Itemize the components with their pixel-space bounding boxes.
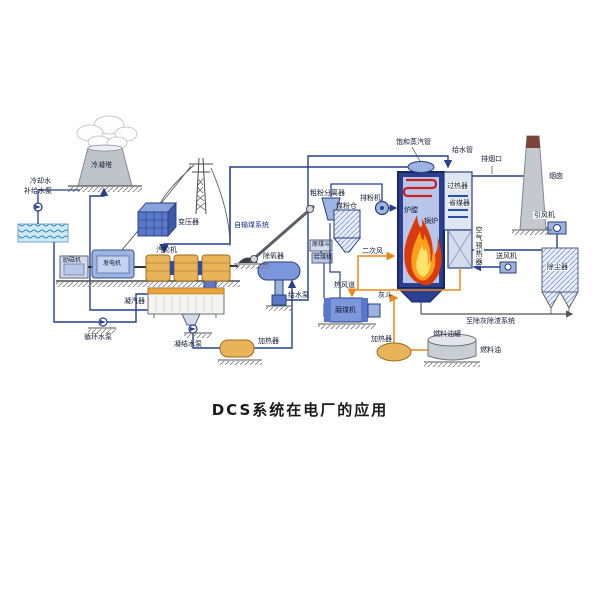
ash-hopper-shape	[396, 287, 446, 303]
transformer-box	[136, 201, 178, 238]
condenser-box	[147, 287, 225, 326]
label-coal-feeder: 给煤机	[314, 254, 333, 261]
fd-fan-icon	[499, 261, 517, 274]
boiler-group	[396, 146, 473, 314]
label-condensate-pump: 凝结水泵	[174, 340, 202, 348]
label-hot-air-duct: 热风道	[334, 281, 355, 289]
turbine-group	[145, 254, 238, 289]
label-separator: 粗粉分离器	[310, 189, 345, 197]
coal-bunker-box	[332, 209, 362, 253]
coal-mill-cylinder	[318, 223, 381, 329]
exciter-box	[59, 255, 89, 279]
coal-feeders	[309, 239, 333, 298]
label-circulating-pump: 循环水泵	[84, 333, 112, 341]
deaerator-tank	[257, 261, 301, 311]
label-turbine: 汽轮机	[156, 246, 177, 254]
label-id-fan: 引风机	[533, 211, 556, 220]
transmission-tower	[121, 157, 231, 251]
label-cooling-tower: 冷凝塔	[91, 161, 112, 169]
label-lp-heater: 加热器	[258, 337, 279, 345]
label-coal-bunker: 煤粉仓	[336, 202, 357, 210]
label-ash-hopper: 灰斗	[378, 291, 392, 299]
label-exciter: 励磁机	[63, 257, 82, 264]
label-chimney: 烟囱	[549, 172, 563, 180]
label-dust-collector: 除尘器	[546, 263, 569, 272]
label-sat-steam-pipe: 饱和蒸汽管	[396, 138, 431, 146]
label-oil-heater: 加热器	[371, 335, 392, 343]
steam-drum	[407, 161, 435, 173]
generator-box	[88, 249, 146, 279]
label-makeup-pump: 补给水泵	[24, 187, 52, 195]
oil-heater-icon	[376, 342, 412, 362]
label-secondary-air: 二次风	[362, 247, 383, 255]
label-to-ash-system: 至除灰除渣系统	[466, 317, 515, 325]
exhaust-fan-icon	[330, 183, 396, 215]
label-fuel-oil: 燃料油	[480, 346, 501, 354]
label-generator: 发电机	[103, 260, 122, 267]
water-basin	[17, 223, 69, 243]
makeup-pump	[33, 189, 80, 224]
label-furnace: 炉膛	[404, 206, 418, 214]
label-raw-coal-hopper: 原煤斗	[312, 241, 331, 248]
label-cooling-water: 冷却水	[30, 177, 51, 185]
fuel-oil-system	[376, 293, 480, 367]
main-steam-pipe	[159, 166, 408, 254]
id-fan-icon	[547, 221, 567, 235]
dust-collector-box	[541, 247, 579, 314]
chimney-shape	[491, 135, 552, 235]
label-smoke-outlet: 排烟口	[481, 155, 502, 163]
coal-conveyor	[234, 204, 315, 269]
label-exhaust-fan: 排粉机	[360, 194, 381, 202]
label-fd-fan: 送风机	[495, 252, 518, 261]
label-fuel-oil-tank: 燃料油罐	[433, 330, 461, 338]
label-air-preheater: 空气预热器	[474, 226, 485, 266]
label-boiler: 锅炉	[424, 217, 438, 225]
label-deaerator: 除氧器	[263, 252, 284, 260]
label-superheater: 过热器	[446, 182, 469, 191]
label-coal-conveying: 自输煤系统	[234, 221, 269, 229]
superheater-coil	[402, 178, 438, 198]
diagram-title: DCS系统在电厂的应用	[211, 401, 389, 419]
label-feed-pump: 给水泵	[288, 291, 309, 299]
label-condenser: 凝汽器	[124, 297, 145, 305]
hot-air-ducts	[347, 251, 461, 298]
circulating-pump-icon	[88, 317, 116, 333]
label-feed-water-pipe: 给水管	[452, 146, 473, 154]
label-transformer: 变压器	[178, 218, 199, 226]
condensate-pump-icon	[184, 324, 212, 338]
lp-heater-cylinder	[218, 339, 262, 365]
label-coal-mill: 磨煤机	[335, 306, 356, 314]
label-economizer: 省煤器	[448, 199, 471, 208]
steam-clouds-icon	[76, 115, 138, 157]
